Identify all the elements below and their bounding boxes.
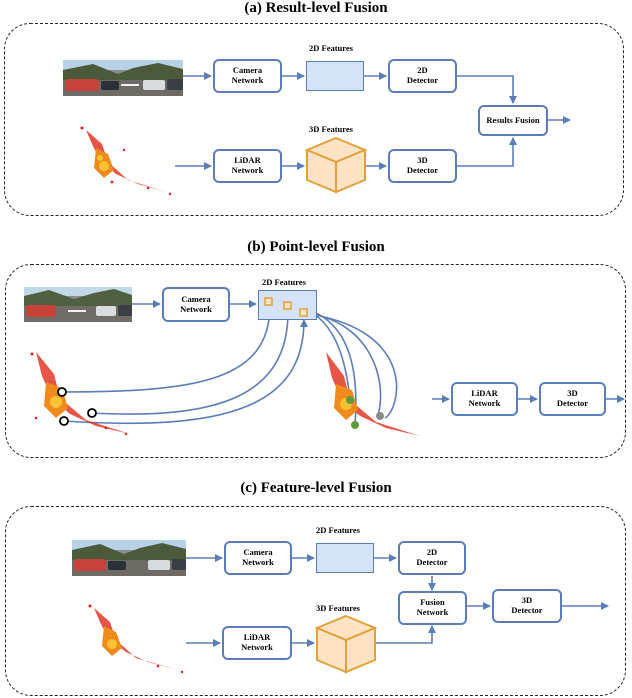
panel-a-frame: [4, 23, 624, 216]
camera-network-box-c: Camera Network: [224, 541, 292, 575]
lidar-network-box-a: LiDAR Network: [213, 149, 282, 183]
features-2d-label-a: 2D Features: [309, 43, 353, 53]
camera-image-c: [72, 540, 186, 576]
features-3d-label-c: 3D Features: [316, 603, 360, 613]
detector-3d-box-c: 3D Detector: [492, 589, 562, 623]
panel-a-title: (a) Result-level Fusion: [244, 0, 388, 16]
panel-c-frame: [5, 506, 626, 696]
lidar-pointcloud-c: [88, 604, 184, 674]
panel-b-frame: [5, 264, 626, 458]
lidar-pointcloud-b-right: [326, 352, 420, 436]
features-3d-cube-a: [305, 136, 367, 194]
detector-3d-box-a: 3D Detector: [388, 149, 457, 183]
lidar-point-2: [87, 408, 97, 418]
detector-2d-box-c: 2D Detector: [398, 541, 466, 575]
lidar-pointcloud-b-left: [30, 352, 130, 436]
features-2d-label-b: 2D Features: [262, 277, 306, 287]
detector-3d-box-b: 3D Detector: [539, 382, 606, 416]
fused-point-3: [376, 412, 384, 420]
fused-point-2: [351, 421, 359, 429]
features-2d-block-c: [316, 543, 374, 573]
feature-cell-2: [283, 301, 292, 310]
panel-b-title: (b) Point-level Fusion: [247, 239, 385, 255]
feature-cell-3: [299, 308, 308, 317]
fusion-network-box-c: Fusion Network: [398, 591, 467, 625]
lidar-point-3: [59, 416, 69, 426]
features-2d-block-a: [306, 61, 364, 91]
camera-network-box-b: Camera Network: [162, 287, 230, 322]
feature-cell-1: [264, 297, 273, 306]
lidar-point-1: [57, 387, 67, 397]
camera-network-box-a: Camera Network: [213, 59, 282, 93]
camera-image-a: [63, 60, 183, 96]
features-2d-label-c: 2D Features: [316, 525, 360, 535]
detector-2d-box-a: 2D Detector: [388, 59, 457, 93]
camera-image-b: [24, 287, 132, 322]
results-fusion-box-a: Results Fusion: [478, 105, 548, 136]
features-3d-label-a: 3D Features: [309, 124, 353, 134]
features-3d-cube-c: [315, 614, 377, 674]
panel-c-title: (c) Feature-level Fusion: [240, 480, 392, 496]
lidar-pointcloud-a: [80, 126, 172, 196]
lidar-network-box-b: LiDAR Network: [451, 382, 518, 416]
lidar-network-box-c: LiDAR Network: [222, 626, 292, 660]
fused-point-1: [346, 396, 354, 404]
